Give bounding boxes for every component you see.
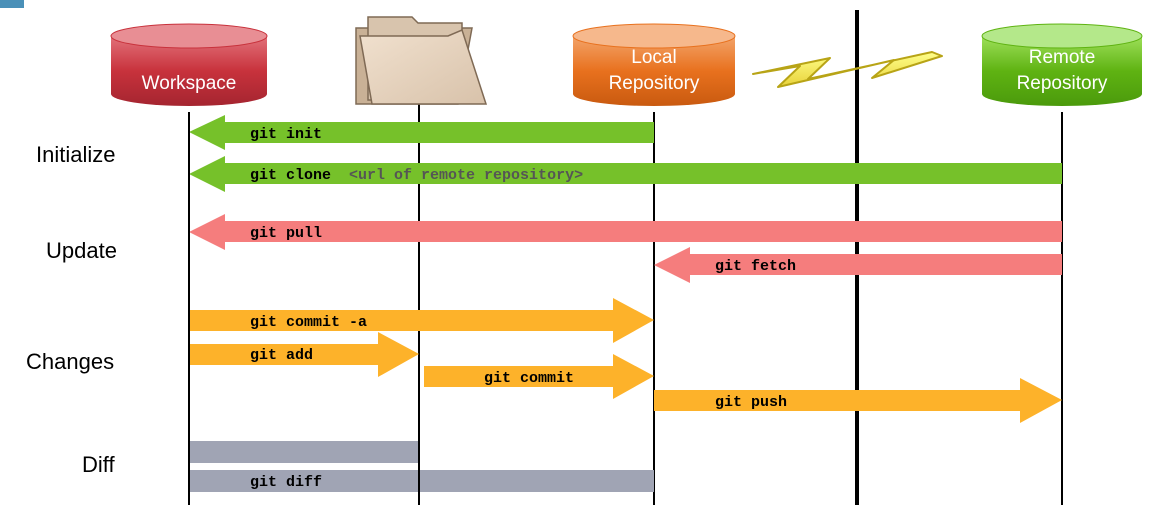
cmd-git-commit: git commit <box>484 370 574 387</box>
arrow-git-fetch: git fetch <box>654 247 1062 283</box>
cmd-git-diff: git diff <box>250 474 322 491</box>
arrow-git-add: git add <box>189 332 419 377</box>
section-changes: Changes <box>26 349 114 374</box>
cmd-git-push: git push <box>715 394 787 411</box>
section-update: Update <box>46 238 117 263</box>
section-initialize: Initialize <box>36 142 115 167</box>
cmd-git-clone-line: git clone <url of remote repository> <box>250 167 583 184</box>
arrow-git-push: git push <box>654 378 1062 423</box>
remote-repository-cylinder: Remote Repository <box>981 23 1143 106</box>
diff-bar-workspace-index <box>189 441 419 463</box>
cmd-git-init: git init <box>250 126 322 143</box>
header-accent <box>0 0 24 8</box>
arrow-git-clone: git clone <url of remote repository> <box>189 156 1062 192</box>
arrow-git-commit: git commit <box>424 354 654 399</box>
cmd-git-pull: git pull <box>250 225 322 242</box>
arrow-git-commit-a: git commit -a <box>189 298 654 343</box>
remote-label-line2: Repository <box>1017 73 1108 94</box>
remote-label-line1: Remote <box>1029 47 1096 68</box>
folder-icon <box>355 16 488 105</box>
cmd-git-clone: git clone <box>250 167 331 184</box>
workspace-label: Workspace <box>142 73 237 94</box>
lightning-bolt-icon <box>752 51 943 88</box>
arrow-git-init: git init <box>189 115 654 150</box>
local-label-line2: Repository <box>609 73 700 94</box>
cmd-git-commit-a: git commit -a <box>250 314 367 331</box>
cmd-git-add: git add <box>250 347 313 364</box>
section-diff: Diff <box>82 452 115 477</box>
cmd-git-clone-arg: <url of remote repository> <box>349 167 583 184</box>
local-label-line1: Local <box>631 47 676 68</box>
local-repository-cylinder: Local Repository <box>572 23 736 106</box>
workspace-cylinder: Workspace <box>110 23 268 106</box>
arrow-git-pull: git pull <box>189 214 1062 250</box>
diff-bar-workspace-local: git diff <box>189 470 654 492</box>
cmd-git-fetch: git fetch <box>715 258 796 275</box>
